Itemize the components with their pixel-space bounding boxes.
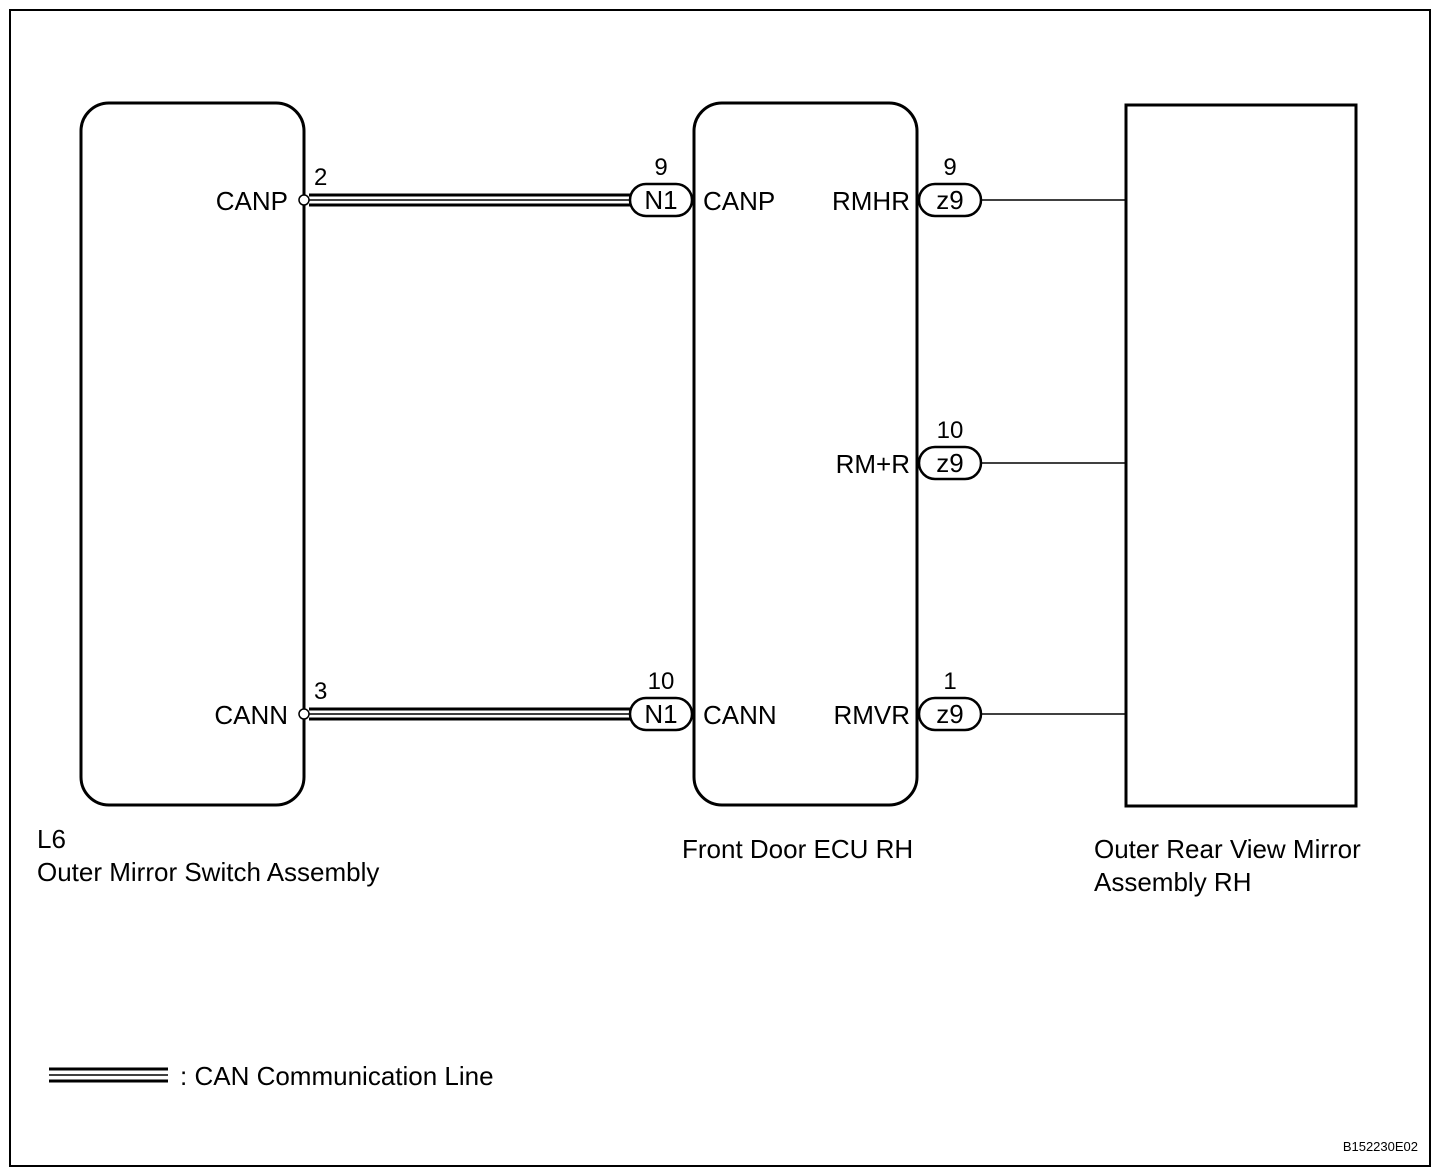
- connector-badge-n1-canp: N1: [628, 182, 694, 218]
- mirror-name-line2: Assembly RH: [1094, 867, 1251, 897]
- connector-badge-z9-rmvr: z9: [917, 696, 983, 732]
- terminal-label-rm-plus-r: RM+R: [836, 449, 910, 479]
- connector-badge-n1-cann: N1: [628, 696, 694, 732]
- legend: : CAN Communication Line: [49, 1061, 494, 1091]
- connector-label: N1: [644, 699, 677, 729]
- connector-label: z9: [936, 699, 963, 729]
- outer-rear-view-mirror-box: [1124, 103, 1358, 808]
- terminal-label-cann: CANN: [214, 700, 288, 730]
- mirror-name-line1: Outer Rear View Mirror: [1094, 834, 1361, 864]
- connector-label: N1: [644, 185, 677, 215]
- connector-label: z9: [936, 448, 963, 478]
- pin-number: 1: [943, 668, 956, 695]
- pin-number: 3: [314, 678, 327, 705]
- switch-name: Outer Mirror Switch Assembly: [37, 857, 379, 887]
- terminal-point-cann: [298, 708, 310, 720]
- ecu-name: Front Door ECU RH: [682, 834, 913, 864]
- pin-number: 10: [648, 668, 675, 695]
- pin-number: 2: [314, 164, 327, 191]
- connector-badge-z9-rm-plus-r: z9: [917, 445, 983, 481]
- outer-mirror-switch-box: [79, 101, 306, 807]
- terminal-point-canp: [298, 194, 310, 206]
- terminal-label-rmvr: RMVR: [833, 700, 910, 730]
- terminal-label-canp: CANP: [703, 186, 775, 216]
- switch-code: L6: [37, 824, 66, 854]
- connector-badge-z9-rmhr: z9: [917, 182, 983, 218]
- diagram-frame: [9, 9, 1431, 1167]
- figure-id: B152230E02: [1343, 1139, 1418, 1154]
- terminal-label-cann: CANN: [703, 700, 777, 730]
- pin-number: 9: [654, 154, 667, 181]
- pin-number: 10: [937, 417, 964, 444]
- legend-can-line-symbol: [49, 1067, 168, 1083]
- pin-number: 9: [943, 154, 956, 181]
- terminal-label-canp: CANP: [216, 186, 288, 216]
- front-door-ecu-box: [692, 101, 919, 807]
- legend-text: : CAN Communication Line: [180, 1061, 494, 1091]
- can-line-cann: [309, 707, 634, 721]
- can-line-canp: [309, 193, 634, 207]
- connector-label: z9: [936, 185, 963, 215]
- terminal-label-rmhr: RMHR: [832, 186, 910, 216]
